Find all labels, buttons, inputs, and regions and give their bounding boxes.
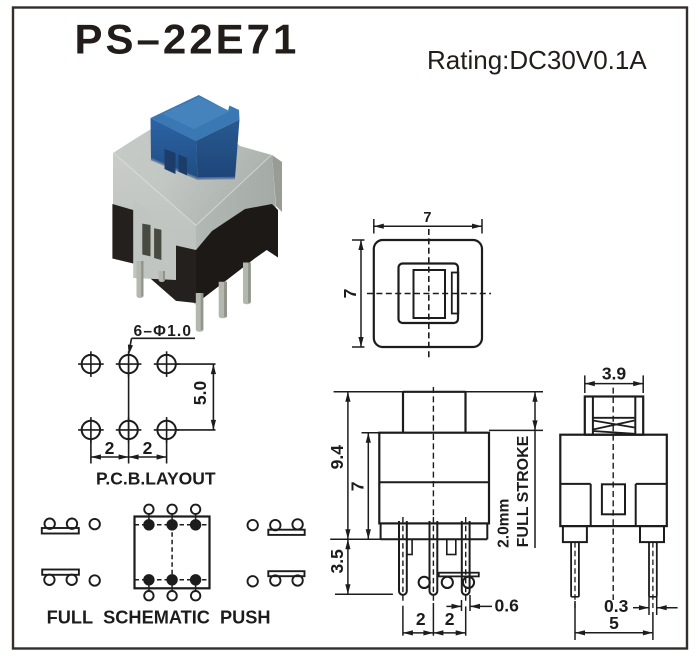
svg-text:0.6: 0.6 xyxy=(495,596,520,616)
svg-text:2: 2 xyxy=(445,609,455,629)
svg-text:6–Φ1.0: 6–Φ1.0 xyxy=(134,323,193,340)
svg-text:5.0: 5.0 xyxy=(190,381,210,406)
svg-text:2: 2 xyxy=(416,609,426,629)
svg-text:2.0mm: 2.0mm xyxy=(496,499,513,548)
svg-text:7: 7 xyxy=(340,289,360,299)
svg-text:PS–22E71: PS–22E71 xyxy=(75,16,300,63)
svg-text:P.C.B.LAYOUT: P.C.B.LAYOUT xyxy=(96,469,216,489)
svg-text:3.9: 3.9 xyxy=(602,364,627,384)
svg-text:2: 2 xyxy=(143,438,153,458)
svg-text:2: 2 xyxy=(105,438,115,458)
svg-text:9.4: 9.4 xyxy=(327,445,347,470)
svg-text:FULL SCHEMATIC PUSH: FULL SCHEMATIC PUSH xyxy=(47,608,271,628)
svg-text:FULL STROKE: FULL STROKE xyxy=(515,435,532,547)
svg-text:7: 7 xyxy=(348,482,368,492)
svg-text:7: 7 xyxy=(423,210,431,226)
svg-text:5: 5 xyxy=(609,613,619,633)
svg-text:Rating:DC30V0.1A: Rating:DC30V0.1A xyxy=(427,45,647,75)
svg-text:3.5: 3.5 xyxy=(327,549,347,574)
svg-text:0.3: 0.3 xyxy=(604,596,629,616)
